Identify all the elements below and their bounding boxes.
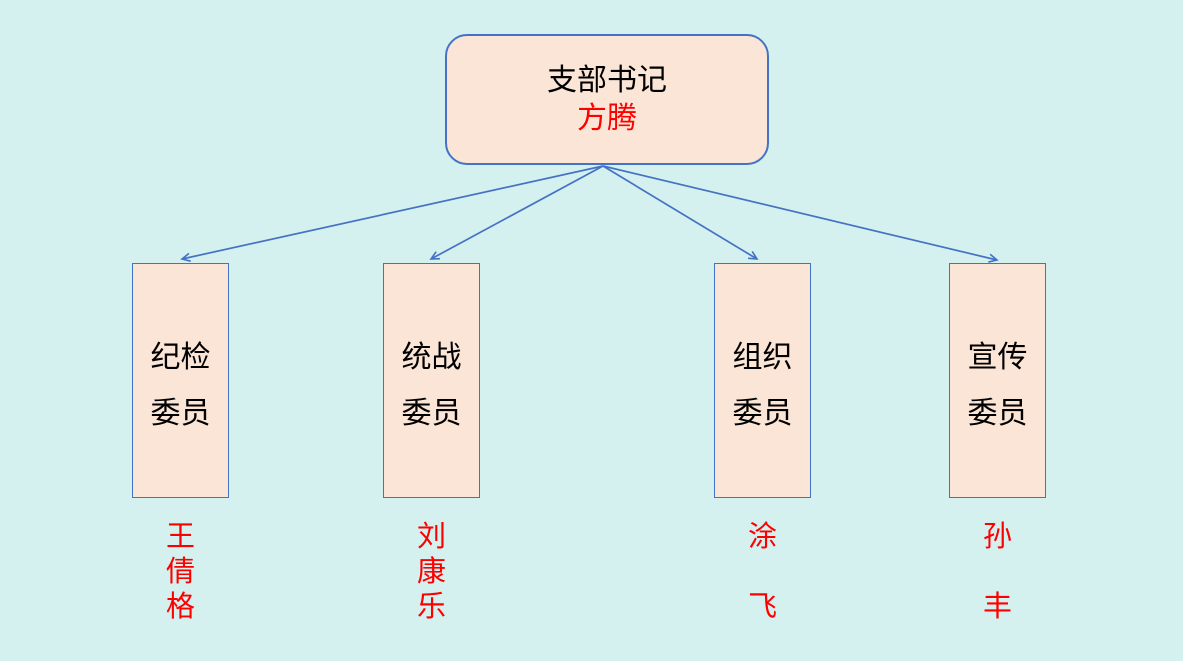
branch-node-discipline[interactable]: 纪检 委员: [132, 263, 229, 498]
branch-person-name: 孙丰: [982, 519, 1012, 623]
branch-node-organization[interactable]: 组织 委员: [714, 263, 811, 498]
branch-role-line: 委员: [732, 395, 793, 431]
branch-role-line: 委员: [967, 395, 1028, 431]
branch-role-line: 组织: [732, 339, 793, 375]
branch-role-line: 委员: [401, 395, 462, 431]
root-node-branch-secretary[interactable]: 支部书记 方腾: [445, 34, 769, 165]
branch-role-line: 宣传: [967, 339, 1028, 375]
connector-arrow-2[interactable]: [429, 165, 604, 260]
branch-role-line: 纪检: [150, 339, 211, 375]
branch-role-line: 统战: [401, 339, 462, 375]
branch-person-name: 涂飞: [747, 519, 777, 623]
branch-node-publicity[interactable]: 宣传 委员: [949, 263, 1046, 498]
branch-role-line: 委员: [150, 395, 211, 431]
branch-person-name: 王倩格: [165, 519, 195, 623]
connector-arrow-3[interactable]: [602, 165, 759, 260]
root-role-label: 支部书记: [547, 62, 667, 98]
branch-person-name: 刘康乐: [416, 519, 446, 623]
root-person-name: 方腾: [577, 100, 637, 136]
branch-node-united-front[interactable]: 统战 委员: [383, 263, 480, 498]
connector-arrow-1[interactable]: [180, 165, 604, 262]
connector-arrow-4[interactable]: [602, 165, 999, 263]
